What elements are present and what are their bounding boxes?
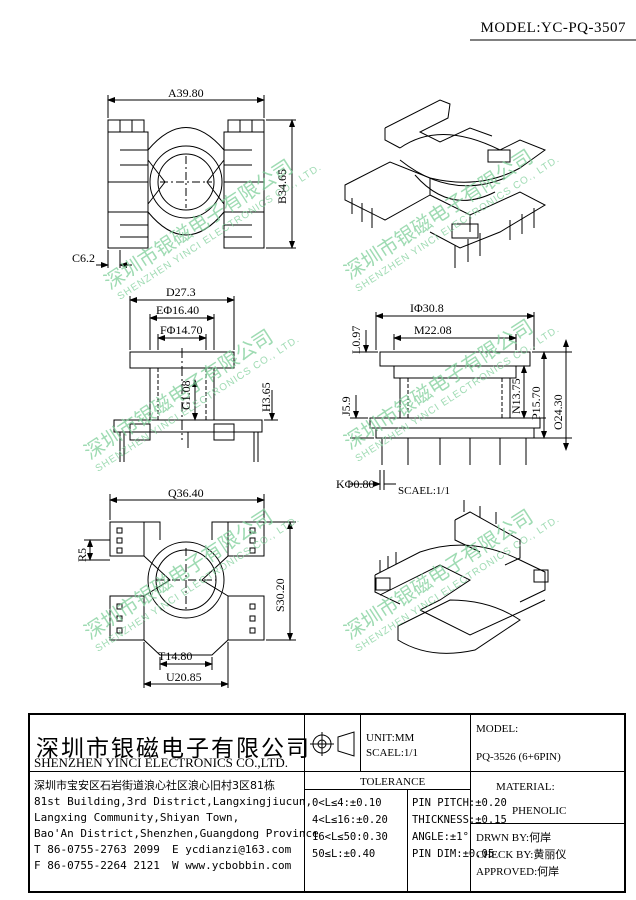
dim-scale: SCAEL:1/1 — [398, 485, 450, 497]
company-name-cn: 深圳市银磁电子有限公司 — [36, 736, 311, 762]
address-line-3: Bao'An District,Shenzhen,Guangdong Provi… — [34, 827, 319, 840]
svg-text:深圳市银磁电子有限公司: 深圳市银磁电子有限公司 — [340, 504, 538, 644]
isometric-view-bottom — [374, 500, 549, 654]
tolerance-left-1: 0<L≤4:±0.10 — [312, 797, 382, 809]
front-view — [113, 296, 278, 462]
scale: SCAEL:1/1 — [366, 747, 418, 759]
dim-e: EΦ16.40 — [156, 303, 199, 317]
unit: UNIT:MM — [366, 732, 415, 744]
title-block: 深圳市银磁电子有限公司 SHENZHEN YINCI ELECTRONICS C… — [28, 713, 626, 893]
model-label: MODEL:YC-PQ-3507 — [480, 20, 626, 36]
tolerance-right-4: PIN DIM:±0.05 — [412, 848, 495, 860]
model-value: PQ-3526 (6+6PIN) — [476, 751, 561, 763]
tolerance-right-3: ANGLE:±1° — [412, 831, 469, 843]
address-line-2: Langxing Community,Shiyan Town, — [34, 811, 240, 824]
tolerance-right-2: THICKNESS:±0.15 — [412, 814, 507, 826]
dim-s: S30.20 — [273, 578, 287, 612]
address-cn: 深圳市宝安区石岩街道浪心社区浪心旧村3区81栋 — [34, 779, 275, 792]
tolerance-title: TOLERANCE — [360, 776, 426, 788]
drawn-by: DRWN BY:何岸 — [476, 832, 552, 844]
tolerance-left-3: 16<L≤50:0.30 — [312, 831, 388, 843]
dim-o: O24.30 — [551, 394, 565, 430]
svg-text:SHENZHEN YINCI ELECTRONICS CO.: SHENZHEN YINCI ELECTRONICS CO., LTD. — [354, 154, 562, 295]
tolerance-left-2: 4<L≤16:±0.20 — [312, 814, 388, 826]
svg-text:SHENZHEN YINCI ELECTRONICS CO.: SHENZHEN YINCI ELECTRONICS CO., LTD. — [116, 162, 324, 303]
projection-symbol-icon — [310, 731, 355, 757]
tolerance-left-4: 50≤L:±0.40 — [312, 848, 376, 860]
dim-n: N13.75 — [509, 378, 523, 414]
svg-text:SHENZHEN YINCI ELECTRONICS CO.: SHENZHEN YINCI ELECTRONICS CO., LTD. — [94, 514, 302, 655]
bottom-view — [84, 494, 296, 688]
dim-u: U20.85 — [166, 670, 202, 684]
dim-j: J5.9 — [339, 396, 353, 416]
company-name-en: SHENZHEN YINCI ELECTRONICS CO.,LTD. — [34, 755, 288, 770]
model-header: MODEL: — [476, 723, 519, 735]
dim-l: L0.97 — [349, 326, 363, 354]
approved-by: APPROVED:何岸 — [476, 866, 560, 878]
svg-text:深圳市银磁电子有限公司: 深圳市银磁电子有限公司 — [100, 154, 298, 294]
dim-f: FΦ14.70 — [160, 323, 202, 337]
dim-t: T14.80 — [158, 649, 192, 663]
side-view — [350, 312, 572, 490]
dim-k: KΦ0.80 — [336, 477, 374, 491]
email: E ycdianzi@163.com — [172, 843, 292, 856]
dim-c: C6.2 — [72, 251, 95, 265]
technical-drawing: 深圳市银磁电子有限公司 SHENZHEN YINCI ELECTRONICS C… — [72, 39, 636, 688]
address-line-1: 81st Building,3rd District,Langxingjiucu… — [34, 795, 313, 808]
dim-p: P15.70 — [529, 386, 543, 420]
fax: F 86-0755-2264 2121 — [34, 859, 160, 872]
dim-a: A39.80 — [168, 86, 204, 100]
website: W www.ycbobbin.com — [172, 859, 292, 872]
svg-text:深圳市银磁电子有限公司: 深圳市银磁电子有限公司 — [80, 504, 278, 644]
dim-q: Q36.40 — [168, 486, 204, 500]
telephone: T 86-0755-2763 2099 — [34, 843, 160, 856]
checked-by: CHECK BY:黄丽仪 — [476, 849, 567, 861]
dim-m: M22.08 — [414, 323, 452, 337]
watermark: 深圳市银磁电子有限公司 SHENZHEN YINCI ELECTRONICS C… — [80, 144, 562, 654]
svg-text:深圳市银磁电子有限公司: 深圳市银磁电子有限公司 — [340, 144, 538, 284]
dim-d: D27.3 — [166, 285, 196, 299]
dim-h: H3.65 — [259, 382, 273, 412]
material-header: MATERIAL: — [496, 781, 555, 793]
top-view — [96, 95, 296, 268]
dim-i: IΦ30.8 — [410, 301, 444, 315]
svg-text:SHENZHEN YINCI ELECTRONICS CO.: SHENZHEN YINCI ELECTRONICS CO., LTD. — [354, 514, 562, 655]
material-value: PHENOLIC — [512, 805, 567, 817]
dim-g: G1.08 — [179, 380, 193, 410]
isometric-view-top — [344, 99, 547, 268]
dim-b: B34.65 — [275, 169, 289, 204]
dim-r: R5 — [75, 548, 89, 562]
tolerance-right-1: PIN PITCH:±0.20 — [412, 797, 507, 809]
